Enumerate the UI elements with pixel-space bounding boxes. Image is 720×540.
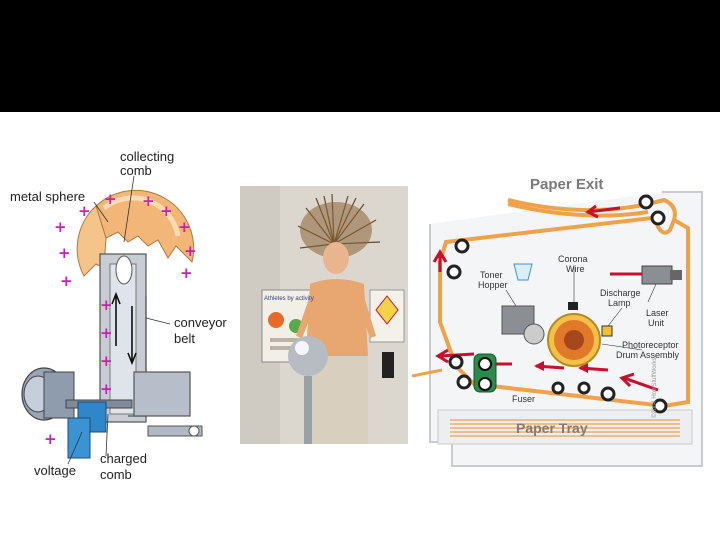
conveyor-belt-label-line2: belt (174, 331, 195, 346)
poster-text: Athletes by activity (264, 296, 314, 302)
static-hair-photo: Athletes by activity (240, 186, 408, 444)
plus-charge-icon: + (100, 352, 113, 370)
plus-charge-icon: + (180, 264, 193, 282)
printer-drawing (411, 191, 703, 467)
plus-charge-icon: + (60, 272, 73, 290)
charged-comb-label-line2: comb (100, 467, 132, 482)
photoreceptor-label-line2: Drum Assembly (616, 350, 680, 360)
fuser-label: Fuser (512, 394, 536, 404)
plus-charge-icon: + (100, 324, 113, 342)
laser-printer-diagram: Paper Exit Corona Wire Toner Hopper Disc… (411, 162, 708, 472)
paper-exit-label: Paper Exit (530, 176, 604, 193)
plus-charge-icon: + (78, 202, 91, 220)
conveyor-belt-label-line1: conveyor (174, 315, 227, 330)
plus-charge-icon: + (44, 430, 57, 448)
laser-unit-label-line2: Unit (648, 318, 665, 328)
discharge-lamp-label-line1: Discharge (600, 288, 641, 298)
plus-charge-icon: + (104, 190, 117, 208)
plus-charge-icon: + (100, 296, 113, 314)
laser-unit-label-line1: Laser (646, 308, 669, 318)
corona-wire-label-line2: Wire (566, 264, 585, 274)
toner-hopper-label-line1: Toner (480, 270, 503, 280)
photo-illustration (240, 186, 408, 444)
photoreceptor-label-line1: Photoreceptor (622, 340, 679, 350)
corona-wire-label-line1: Corona (558, 254, 588, 264)
discharge-lamp-label-line2: Lamp (608, 298, 631, 308)
collecting-comb-label-line2: comb (120, 163, 152, 178)
plus-charge-icon: + (54, 218, 67, 236)
plus-charge-icon: + (100, 380, 113, 398)
title-bar (0, 0, 720, 112)
plus-charge-icon: + (160, 202, 173, 220)
plus-charge-icon: + (178, 218, 191, 236)
metal-sphere-label: metal sphere (10, 189, 86, 204)
voltage-label: voltage (34, 463, 76, 478)
paper-tray-label: Paper Tray (516, 420, 588, 436)
plus-charge-icon: + (184, 242, 197, 260)
generator-drawing (21, 175, 203, 465)
collecting-comb-label-line1: collecting (120, 149, 175, 164)
toner-hopper-label-line2: Hopper (478, 280, 508, 290)
charged-comb-label-line1: charged (100, 451, 147, 466)
van-de-graaff-diagram: collecting comb metal sphere conveyor be… (8, 146, 234, 482)
plus-charge-icon: + (142, 192, 155, 210)
plus-charge-icon: + (58, 244, 71, 262)
copyright-text: ©2004 HowStuffWorks (652, 357, 658, 418)
